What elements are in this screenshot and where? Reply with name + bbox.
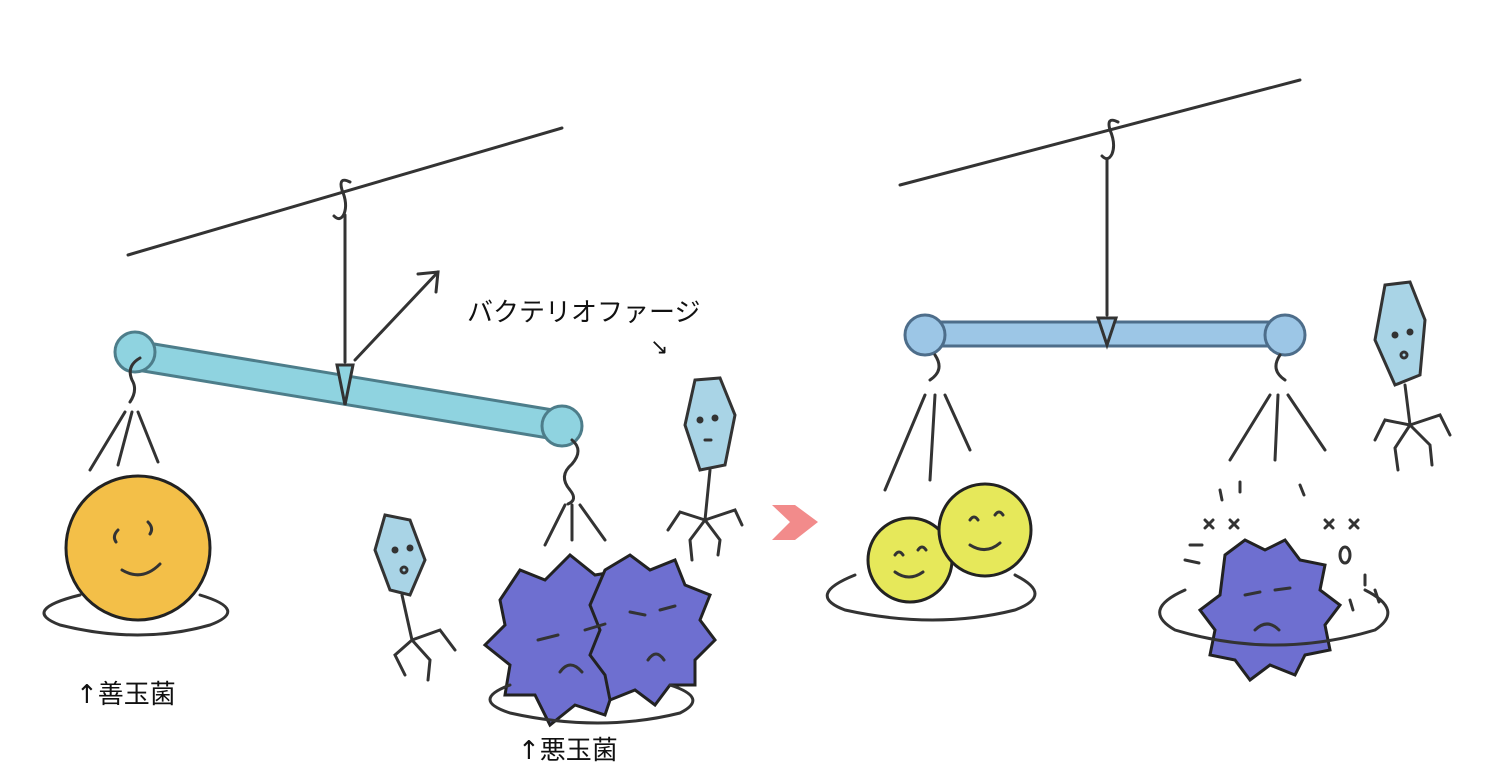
knocked-out-o bbox=[1338, 545, 1352, 565]
bad-bacteria-label: ↑悪玉菌 bbox=[518, 736, 618, 766]
right-strings bbox=[543, 503, 607, 547]
bad-bacteria-faces bbox=[536, 604, 677, 674]
ceiling-bar bbox=[126, 126, 564, 257]
hook-icon bbox=[332, 178, 352, 221]
beam-end-right bbox=[1263, 313, 1307, 357]
knocked-out-marks bbox=[1183, 480, 1381, 612]
bad-bacteria-right bbox=[1197, 538, 1343, 683]
hook-icon bbox=[1100, 118, 1120, 161]
left-strings bbox=[883, 353, 972, 492]
good-bacteria-left bbox=[64, 474, 212, 622]
phage-icon bbox=[373, 513, 457, 682]
left-strings bbox=[88, 410, 160, 472]
pivot-pointer bbox=[1095, 316, 1119, 350]
good-bacteria-right-2 bbox=[937, 482, 1033, 578]
tilt-arrow-head bbox=[416, 270, 440, 294]
beam-end-left bbox=[903, 313, 947, 357]
beam-end-left bbox=[113, 330, 157, 374]
good-bacteria-faces bbox=[893, 510, 1005, 579]
tilt-arrow bbox=[353, 270, 440, 362]
beam-end-right bbox=[540, 404, 584, 448]
bad-bacteria-face bbox=[1243, 586, 1292, 632]
phage-pointer-arrow: ↘ bbox=[650, 335, 669, 360]
left-hook bbox=[128, 356, 142, 404]
good-plate bbox=[825, 573, 1037, 622]
bad-plate bbox=[1158, 588, 1390, 647]
phage-label: バクテリオファージ bbox=[467, 298, 701, 328]
right-scale bbox=[825, 78, 1452, 683]
pivot-pointer bbox=[335, 363, 355, 406]
right-strings bbox=[1228, 353, 1327, 462]
bad-bacteria-2 bbox=[588, 553, 717, 708]
good-bacteria-label: ↑善玉菌 bbox=[76, 680, 176, 710]
left-scale bbox=[42, 126, 744, 728]
right-hook bbox=[563, 438, 580, 506]
left-plate bbox=[42, 593, 230, 637]
transition-arrow-icon bbox=[772, 505, 818, 540]
phage-icon bbox=[1373, 280, 1452, 472]
good-bacteria-face bbox=[112, 520, 162, 577]
phage-icon bbox=[666, 376, 744, 562]
bad-plate bbox=[488, 683, 695, 725]
ceiling-bar bbox=[898, 78, 1302, 187]
